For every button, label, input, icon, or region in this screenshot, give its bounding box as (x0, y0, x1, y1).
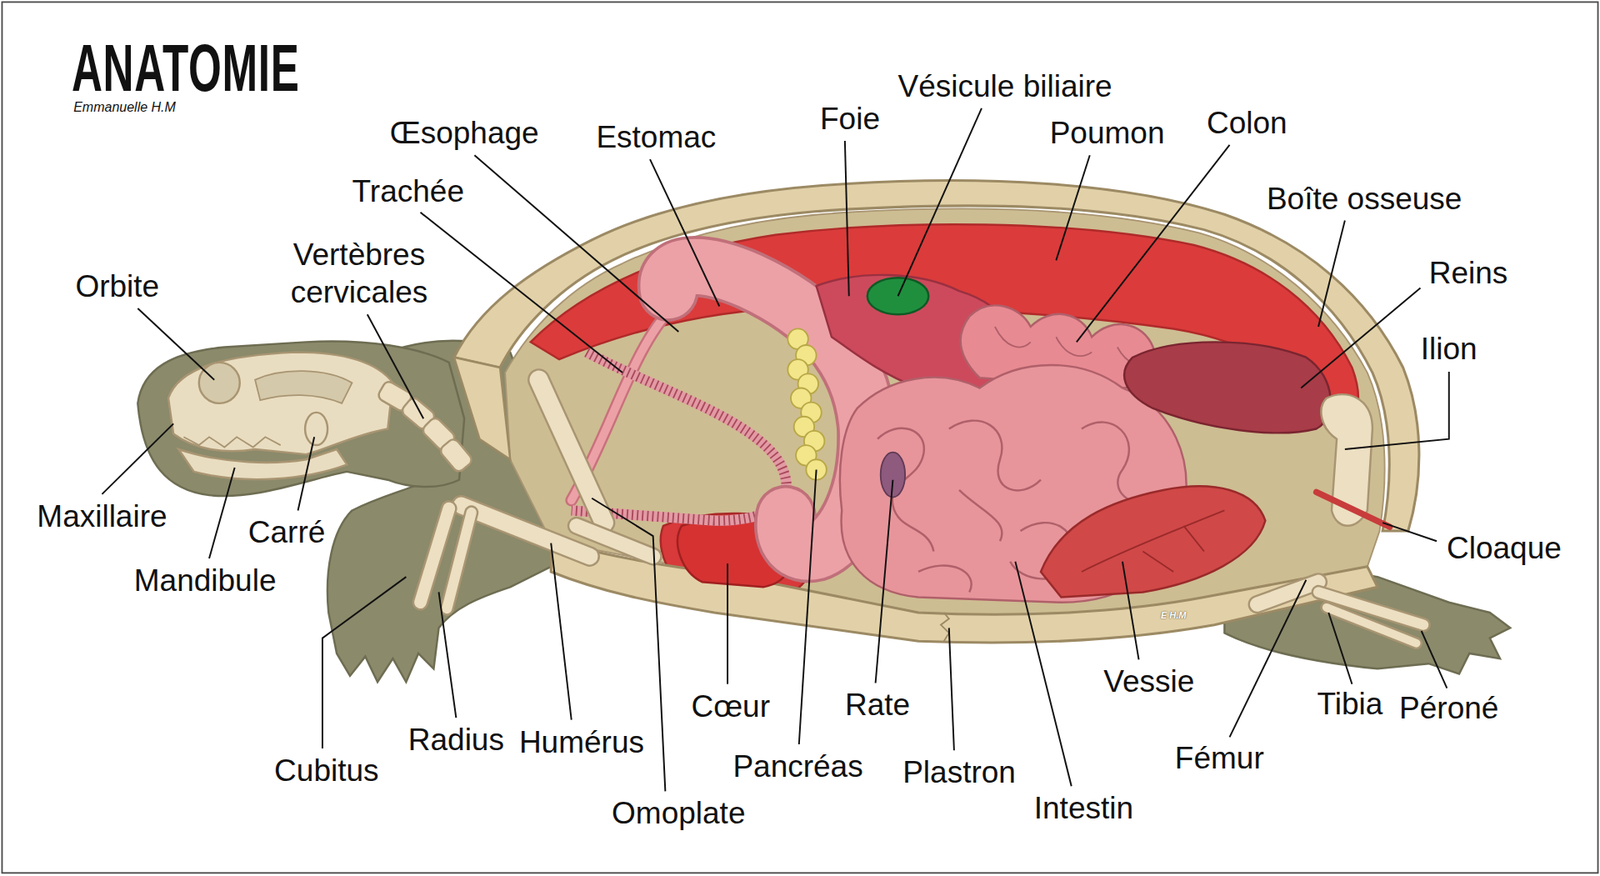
part-label: Omoplate (611, 795, 745, 832)
part-label: Trachée (352, 173, 465, 210)
watermark: E H.M (1160, 610, 1187, 621)
part-label: Cubitus (274, 752, 379, 790)
part-label: Tibia (1317, 685, 1384, 723)
leader-line (650, 159, 720, 306)
part-label: Ilion (1420, 330, 1478, 368)
leader-line (1328, 612, 1352, 685)
part-label: Reins (1429, 255, 1509, 292)
radius-outline (446, 512, 471, 609)
part-label: Poumon (1050, 115, 1165, 152)
part-label: Estomac (595, 119, 716, 156)
part-label: Péroné (1399, 690, 1499, 727)
part-label: Plastron (902, 754, 1016, 791)
leader-line (439, 591, 457, 718)
spleen (880, 452, 905, 498)
femur (1257, 581, 1319, 605)
part-label: Rate (845, 686, 910, 724)
scapula (539, 380, 605, 523)
part-label: Œsophage (390, 115, 540, 152)
leader-line (101, 423, 174, 495)
part-label: Colon (1206, 105, 1288, 142)
leader-lines (101, 108, 1449, 791)
leader-line (1421, 630, 1448, 689)
plastron-suture (940, 612, 950, 641)
leader-line (1318, 220, 1345, 327)
carapace-rim (454, 357, 510, 460)
bladder-veins (1081, 510, 1225, 571)
part-label: Cœur (690, 687, 770, 725)
leader-line (367, 314, 424, 419)
skull-fossa (255, 370, 352, 404)
radius (446, 512, 471, 609)
part-label: Radius (408, 721, 505, 759)
part-label: Vésicule biliaire (898, 68, 1113, 105)
leader-line (474, 155, 679, 332)
jaw-edge (183, 436, 280, 447)
leader-line (875, 480, 894, 684)
colon-folds (995, 326, 1149, 365)
orbit (199, 362, 240, 404)
leader-line (1230, 580, 1307, 738)
leader-line (137, 308, 215, 380)
part-label: Vessie (1103, 663, 1195, 700)
part-label: Intestin (1034, 790, 1134, 827)
scapula-outline (539, 380, 605, 523)
part-label: Boîte osseuse (1266, 180, 1462, 218)
fibula (1326, 607, 1417, 644)
leader-line (1345, 371, 1450, 450)
leader-line (1382, 522, 1437, 541)
vertebra (438, 436, 474, 474)
leader-line (726, 563, 729, 685)
humerus (460, 505, 590, 556)
leader-line (1076, 145, 1230, 342)
leader-line (1015, 561, 1071, 786)
diagram-title: ANATOMIE (71, 35, 300, 102)
quadrate (305, 412, 328, 445)
ulna (420, 508, 449, 603)
part-label: Maxillaire (36, 498, 167, 535)
leader-line (209, 467, 235, 559)
part-label: Vertèbres cervicales (284, 236, 435, 311)
part-label: Pancréas (732, 748, 863, 785)
part-label: Mandibule (134, 562, 277, 600)
femur-outline (1257, 581, 1319, 605)
cloaca (1316, 491, 1390, 527)
pancreas (787, 328, 827, 480)
part-label: Carré (248, 514, 326, 551)
kidney (1124, 341, 1331, 433)
leader-line (1055, 155, 1090, 260)
leader-line (845, 140, 850, 296)
leader-line (1300, 287, 1420, 388)
leader-line (322, 576, 406, 749)
leader-line (898, 108, 982, 296)
ulna-outline (420, 508, 449, 603)
fibula-outline (1326, 607, 1417, 644)
part-label: Foie (820, 100, 880, 138)
leader-line (1122, 561, 1140, 660)
part-label: Humérus (519, 723, 645, 760)
leader-line (298, 436, 315, 510)
leader-line (799, 469, 817, 745)
part-label: Orbite (75, 268, 160, 305)
humerus-outline (460, 505, 590, 556)
mandible (178, 449, 347, 480)
head-skin (137, 341, 465, 496)
leader-line (550, 543, 571, 720)
leader-line (420, 212, 622, 373)
bladder (1040, 485, 1265, 597)
author-credit: Emmanuelle H.M (73, 99, 176, 115)
body-cavity (505, 208, 1385, 615)
part-label: Cloaque (1446, 530, 1562, 567)
leader-line (949, 627, 955, 750)
part-label: Fémur (1175, 740, 1265, 777)
